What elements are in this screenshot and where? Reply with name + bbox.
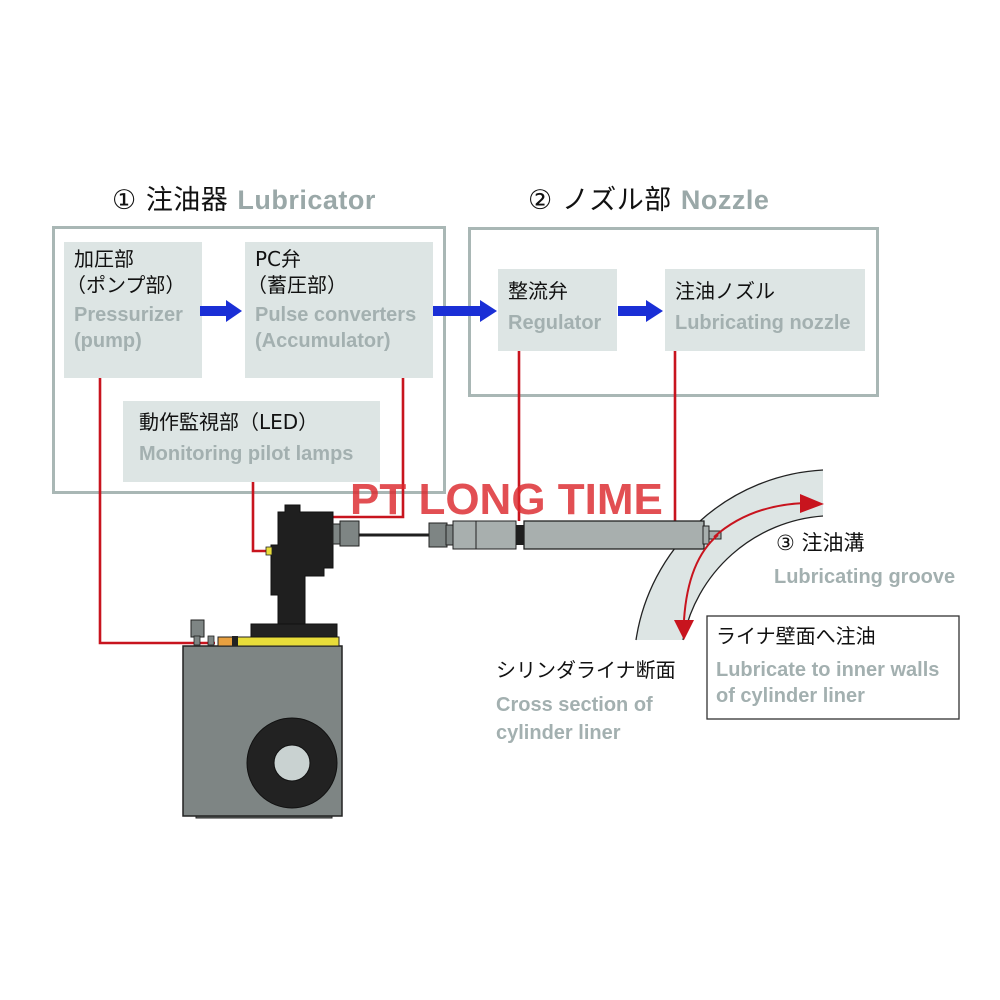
- lubricator-group-title: ① 注油器 Lubricator: [112, 178, 376, 217]
- monitoring-jp: 動作監視部（LED）: [139, 410, 319, 434]
- group-title-en: Lubricator: [237, 185, 376, 215]
- pressurizer-line: [98, 378, 215, 645]
- regulator-block: 整流弁 Regulator: [498, 269, 617, 351]
- regulator-body-1: [452, 520, 477, 550]
- pc-valve-line: [322, 378, 405, 519]
- pc-valve-body: [270, 504, 334, 625]
- groove-label: ③ 注油溝 Lubricating groove: [774, 530, 956, 590]
- group-title-en: Nozzle: [680, 185, 770, 215]
- liner-section-en-line1: Cross section of: [496, 694, 653, 716]
- tank-port-center: [273, 744, 311, 782]
- liner-section-label: シリンダライナ断面 Cross section of cylinder line…: [496, 657, 676, 747]
- inner-walls-en-line2: of cylinder liner: [716, 685, 865, 707]
- liner-section-en-line2: cylinder liner: [496, 722, 621, 744]
- plate-divider: [232, 636, 238, 646]
- lubricating-nozzle-jp: 注油ノズル: [675, 279, 775, 303]
- flow-arrow-2: [433, 300, 497, 322]
- pressurizer-jp-line1: 加圧部: [74, 247, 134, 271]
- groove-arrowhead-down: [674, 620, 694, 640]
- flow-arrow-1: [200, 300, 242, 322]
- inner-walls-en-line1: Lubricate to inner walls: [716, 659, 940, 681]
- liner-inner-edge: [682, 515, 824, 641]
- group-number: ②: [528, 185, 553, 216]
- watermark: PT LONG TIME: [350, 475, 663, 524]
- led-indicator: [190, 619, 205, 638]
- nozzle-group-title: ② ノズル部 Nozzle: [528, 178, 769, 217]
- regulator-body-2: [475, 520, 517, 550]
- fitting-small-1: [193, 635, 201, 646]
- pc-valve-jp-line2: （蓄圧部）: [247, 273, 347, 297]
- yellow-plate: [236, 636, 340, 647]
- monitoring-block: 動作監視部（LED） Monitoring pilot lamps: [123, 401, 380, 482]
- monitoring-line: [251, 482, 270, 553]
- pressurizer-block: 加圧部 （ポンプ部） Pressurizer (pump): [64, 242, 202, 378]
- group-title-jp: 注油器: [145, 185, 229, 216]
- groove-arrowhead-up: [800, 494, 824, 513]
- fitting-small-2: [207, 635, 215, 646]
- lubricating-nozzle-block: 注油ノズル Lubricating nozzle: [665, 269, 865, 351]
- pressurizer-en-line2: (pump): [74, 330, 142, 352]
- base-block: [250, 623, 338, 638]
- inner-walls-jp: ライナ壁面へ注油: [716, 624, 876, 648]
- groove-curve-up: [713, 502, 806, 538]
- monitoring-en: Monitoring pilot lamps: [139, 443, 354, 465]
- groove-label-jp: ③ 注油溝: [776, 530, 955, 556]
- cylinder-liner-section: [636, 470, 823, 640]
- fitting-2a: [428, 522, 448, 548]
- group-title-jp: ノズル部: [561, 185, 672, 216]
- pressurizer-jp-line2: （ポンプ部）: [66, 273, 186, 297]
- pc-valve-en-line1: Pulse converters: [255, 304, 417, 326]
- lubricating-nozzle-en: Lubricating nozzle: [675, 312, 851, 334]
- pc-valve-block: PC弁 （蓄圧部） Pulse converters (Accumulator): [245, 242, 433, 378]
- pc-valve-jp-line1: PC弁: [255, 247, 302, 271]
- groove-en: Lubricating groove: [774, 566, 956, 588]
- nozzle-collar: [702, 525, 710, 545]
- pressurizer-en-line1: Pressurizer: [74, 304, 183, 326]
- regulator-jp: 整流弁: [508, 279, 568, 303]
- groove-number: ③: [776, 531, 795, 555]
- groove-curve-down: [683, 534, 719, 621]
- liner-section-jp: シリンダライナ断面: [496, 658, 676, 682]
- group-number: ①: [112, 185, 137, 216]
- flow-arrow-3: [618, 300, 663, 322]
- groove-jp: 注油溝: [801, 531, 865, 555]
- pc-valve-en-line2: (Accumulator): [255, 330, 391, 352]
- led-lamp: [265, 546, 273, 556]
- nozzle-body: [523, 520, 705, 550]
- regulator-en: Regulator: [508, 312, 602, 334]
- inner-walls-label: ライナ壁面へ注油 Lubricate to inner walls of cyl…: [716, 623, 939, 709]
- lubricator-group-box: [52, 226, 446, 494]
- regulator-gasket: [516, 525, 524, 545]
- inner-walls-box: [706, 615, 960, 720]
